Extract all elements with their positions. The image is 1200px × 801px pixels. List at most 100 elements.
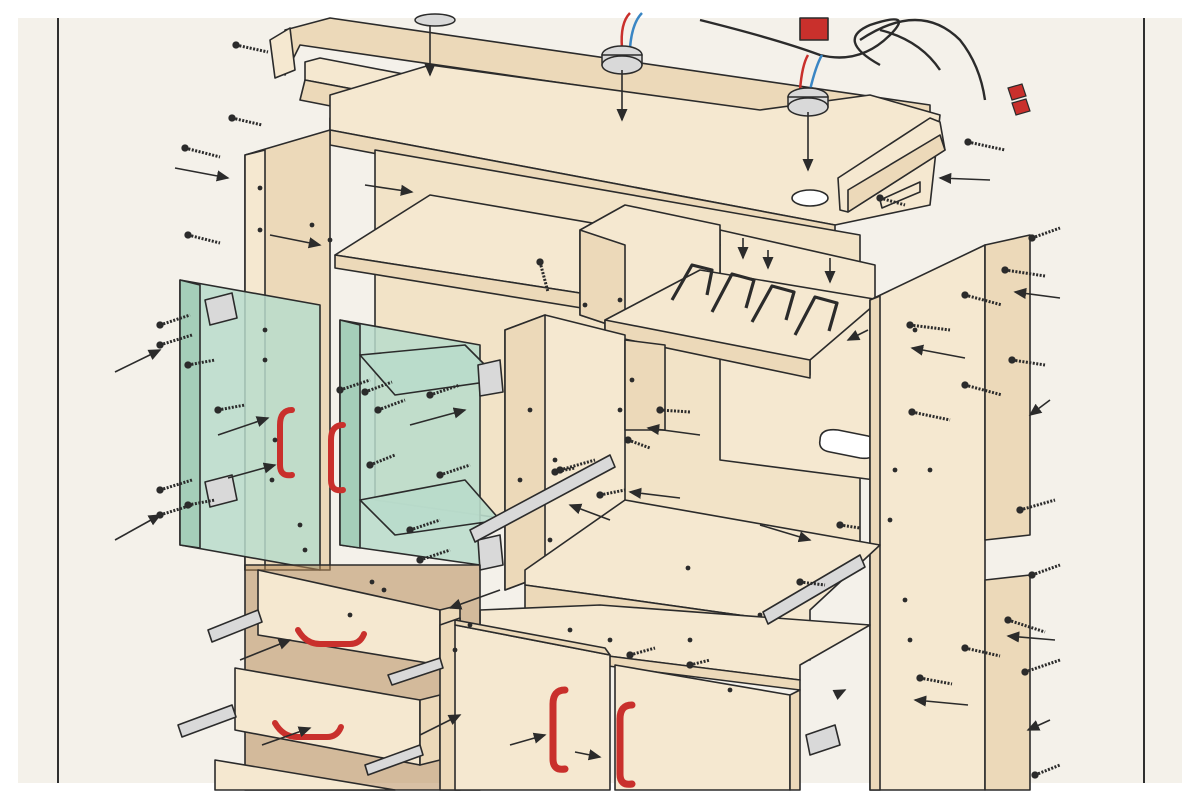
arrow-icon [759,524,812,543]
screws [156,41,1061,779]
top-right-trim [837,117,946,213]
power-cord [699,18,987,101]
pilot-hole [912,327,918,333]
arrow-icon [174,167,230,182]
arrow-icon [846,329,869,341]
screw-icon [656,406,691,414]
screw-icon [366,453,396,469]
screw-icon [624,436,651,450]
screw-icon [184,358,216,369]
right-side-panel [869,234,1031,791]
screw-icon [426,383,461,399]
screw-icon [686,658,711,669]
screw-icon [551,466,576,476]
screw-icon [156,503,193,519]
screw-icon [1028,563,1061,579]
screw-icon [796,578,826,587]
pilot-hole [369,579,375,585]
arrow-icon [227,462,277,479]
screw-icon [961,381,1003,397]
arrow-icon [910,344,966,359]
drawer-front-2 [234,667,441,766]
screw-icon [836,521,861,530]
arrow-icon [832,689,847,701]
pilot-hole [262,357,268,363]
pilot-hole [452,647,458,653]
arrow-icon [1013,287,1061,300]
arrow-icon [114,514,162,541]
arrow-icon [419,714,462,736]
glass-door-handles [277,407,346,494]
pilot-hole [262,327,268,333]
screw-icon [184,231,221,245]
lower-door-right [614,664,801,791]
pilot-hole [547,537,553,543]
pilot-hole [517,477,523,483]
screw-icon [626,646,656,659]
arrow-icon [269,234,322,249]
screw-icon [156,333,193,349]
screw-icon [416,548,451,564]
screw-icon [232,41,269,54]
arrow-icon [409,407,467,426]
screw-icon [374,398,406,414]
screw-icon [964,138,1006,152]
arrow-icon [217,416,270,436]
screw-icon [536,258,550,293]
latch-hardware [805,724,841,756]
lower-door-handles [549,686,636,788]
pilot-hole [617,297,623,303]
arrow-icon [1006,631,1056,643]
top-wire-hole [791,189,829,207]
pilot-hole [685,565,691,571]
switch-box [799,17,829,41]
arrow-icon [646,423,701,436]
screw-icon [1004,616,1046,634]
pilot-hole [617,407,623,413]
screw-icon [156,478,193,494]
pilot-hole [582,302,588,308]
wire-nut-icon [1007,83,1031,116]
pilot-hole [257,227,263,233]
screw-icon [876,194,906,207]
screw-icon [436,463,471,479]
arrow-icon [448,589,501,610]
pilot-hole [297,522,303,528]
screw-icon [1021,658,1061,676]
screw-icon [228,114,263,127]
drawer-front-3 [214,759,396,791]
drawer-slides [177,454,866,776]
lower-door-left [439,617,611,791]
arrow-icon [1026,719,1051,731]
screw-icon [906,321,951,332]
pilot-hole [257,185,263,191]
screw-icon [156,313,191,329]
pilot-hole [327,237,333,243]
screw-icon [596,488,626,499]
arrow-icon [568,503,611,521]
arrow-icon [574,749,602,761]
arrow-icon [114,349,162,373]
screw-icon [214,403,246,414]
pilot-holes [257,185,933,693]
screw-icon [908,408,951,422]
screw-icon [1016,498,1056,514]
arrow-icon [364,184,414,196]
screw-icon [406,518,441,534]
assembly-arrows [114,25,1061,761]
screw-icon [181,144,221,159]
arrow-icon [1028,399,1051,416]
screw-icon [961,644,1001,658]
pilot-hole [892,467,898,473]
arrow-icon [239,638,292,661]
pilot-hole [552,457,558,463]
shelf-wire-pegs [670,263,839,336]
screw-icon [336,378,371,394]
pilot-hole [381,587,387,593]
screw-icon [961,291,1003,307]
arrow-icon [913,695,969,707]
pilot-hole [302,547,308,553]
pilot-hole [902,597,908,603]
